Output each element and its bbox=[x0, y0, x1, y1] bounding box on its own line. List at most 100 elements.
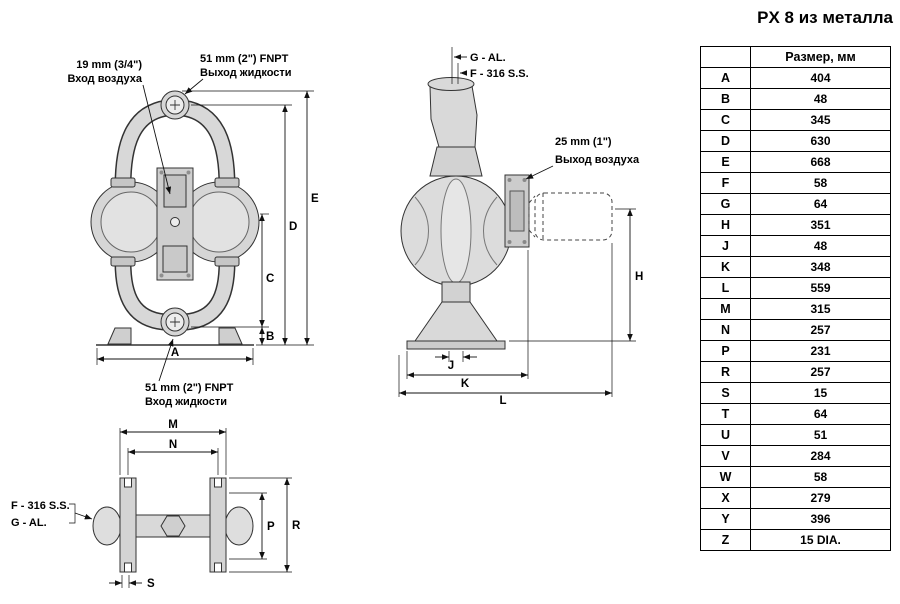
right-foot bbox=[218, 327, 243, 345]
clamp-band bbox=[110, 177, 136, 188]
table-header-row: Размер, мм bbox=[700, 46, 891, 68]
dim-letter-cell: X bbox=[700, 487, 751, 509]
dim-value-cell: 284 bbox=[750, 445, 891, 467]
dim-label-J: J bbox=[448, 360, 454, 372]
dim-letter-cell: F bbox=[700, 172, 751, 194]
bottom-view-material-callout: F - 316 S.S. G - AL. bbox=[11, 500, 93, 529]
dim-value-cell: 668 bbox=[750, 151, 891, 173]
air-inlet-label: Вход воздуха bbox=[67, 73, 142, 85]
dim-value-cell: 559 bbox=[750, 277, 891, 299]
dim-label-S: S bbox=[147, 578, 155, 590]
dim-letter-cell: E bbox=[700, 151, 751, 173]
corner-cell bbox=[700, 46, 751, 68]
right-clamp-bar bbox=[209, 477, 227, 573]
dim-value-cell: 348 bbox=[750, 256, 891, 278]
dim-value-cell: 257 bbox=[750, 361, 891, 383]
muffler-outline bbox=[528, 192, 613, 241]
size-column-header: Размер, мм bbox=[750, 46, 891, 68]
material-f-label: F - 316 S.S. bbox=[470, 68, 529, 80]
dim-label-P: P bbox=[267, 521, 275, 533]
left-port-oval bbox=[92, 506, 122, 546]
dim-letter-cell: Y bbox=[700, 508, 751, 530]
dim-value-cell: 345 bbox=[750, 109, 891, 131]
right-port-oval bbox=[224, 506, 254, 546]
clamp-band bbox=[110, 256, 136, 267]
clamp-band bbox=[214, 256, 240, 267]
dim-label-A: A bbox=[171, 347, 179, 359]
page-title: PX 8 из металла bbox=[757, 8, 893, 27]
dim-value-cell: 404 bbox=[750, 67, 891, 89]
dim-letter-cell: V bbox=[700, 445, 751, 467]
base-flange bbox=[406, 340, 506, 350]
dim-letter-cell: L bbox=[700, 277, 751, 299]
air-inlet-size-label: 19 mm (3/4") bbox=[76, 59, 142, 71]
dim-value-cell: 351 bbox=[750, 214, 891, 236]
dim-label-C: C bbox=[266, 273, 274, 285]
dim-letter-cell: G bbox=[700, 193, 751, 215]
front-view-callouts: 19 mm (3/4") Вход воздуха 51 mm (2") FNP… bbox=[67, 53, 291, 408]
pump-bottom-body bbox=[92, 477, 254, 573]
liquid-outlet-size-label: 51 mm (2") FNPT bbox=[200, 53, 289, 65]
material-f-label: F - 316 S.S. bbox=[11, 500, 70, 512]
air-outlet-label: Выход воздуха bbox=[555, 154, 640, 166]
dim-value-cell: 58 bbox=[750, 172, 891, 194]
dim-letter-cell: J bbox=[700, 235, 751, 257]
dim-label-B: B bbox=[266, 331, 274, 343]
dim-value-cell: 279 bbox=[750, 487, 891, 509]
material-g-label: G - AL. bbox=[11, 517, 47, 529]
side-view-dimensions: H J K L bbox=[398, 208, 643, 405]
dim-value-cell: 64 bbox=[750, 193, 891, 215]
dim-value-cell: 48 bbox=[750, 235, 891, 257]
pump-front-body bbox=[90, 90, 260, 346]
dim-value-cell: 15 DIA. bbox=[750, 529, 891, 551]
dim-label-H: H bbox=[635, 271, 643, 283]
liquid-inlet-size-label: 51 mm (2") FNPT bbox=[145, 382, 234, 394]
dim-label-D: D bbox=[289, 221, 297, 233]
dim-letter-cell: A bbox=[700, 67, 751, 89]
air-outlet-callout: 25 mm (1") Выход воздуха bbox=[525, 136, 640, 180]
dim-letter-cell: W bbox=[700, 466, 751, 488]
dim-value-cell: 396 bbox=[750, 508, 891, 530]
dim-value-cell: 231 bbox=[750, 340, 891, 362]
dim-label-L: L bbox=[499, 395, 506, 405]
dim-value-cell: 257 bbox=[750, 319, 891, 341]
left-foot bbox=[107, 327, 132, 345]
dim-label-R: R bbox=[292, 520, 301, 532]
dim-letter-cell: P bbox=[700, 340, 751, 362]
base-cone bbox=[414, 301, 498, 342]
dim-letter-cell: S bbox=[700, 382, 751, 404]
dim-letter-cell: K bbox=[700, 256, 751, 278]
liquid-outlet-label: Выход жидкости bbox=[200, 67, 292, 79]
material-g-label: G - AL. bbox=[470, 52, 506, 64]
center-hex-boss bbox=[160, 515, 186, 537]
top-elbow bbox=[429, 85, 478, 148]
dim-label-M: M bbox=[168, 419, 178, 431]
dim-label-N: N bbox=[169, 439, 177, 451]
front-view-dimensions: E D C B A bbox=[96, 90, 319, 365]
dim-value-cell: 15 bbox=[750, 382, 891, 404]
dim-letter-cell: N bbox=[700, 319, 751, 341]
top-flange bbox=[427, 77, 475, 91]
dim-value-cell: 630 bbox=[750, 130, 891, 152]
air-outlet-size-label: 25 mm (1") bbox=[555, 136, 612, 148]
bottom-view-drawing: F - 316 S.S. G - AL. M N P R S bbox=[11, 419, 301, 590]
dim-letter-cell: D bbox=[700, 130, 751, 152]
dim-value-cell: 58 bbox=[750, 466, 891, 488]
